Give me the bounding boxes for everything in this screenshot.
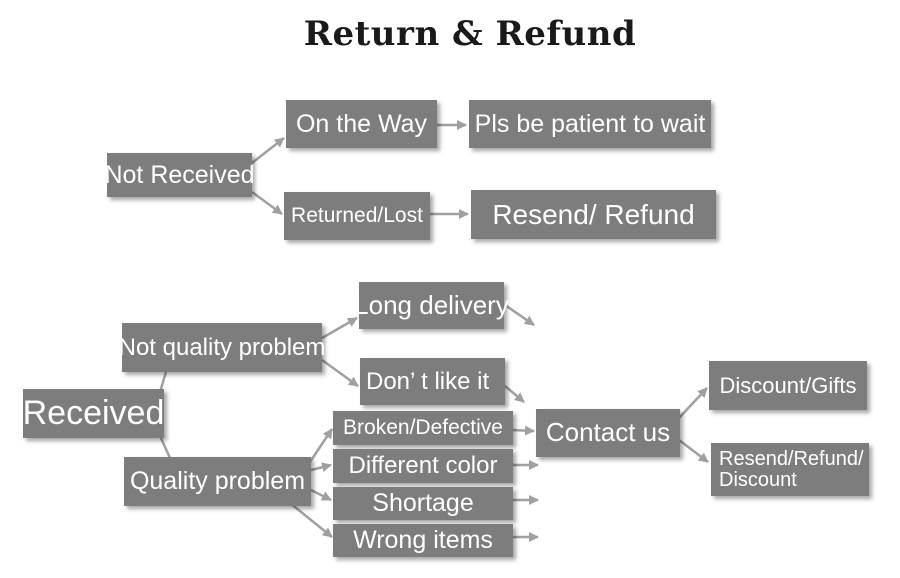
- arrow-notreceived-returned: [251, 190, 283, 216]
- node-not-quality-problem: Not quality problem: [119, 323, 325, 372]
- arrow-contact-discount: [678, 387, 708, 419]
- node-dont-like-it: Don’ t like it: [360, 358, 505, 405]
- arrow-long-out: [504, 303, 535, 327]
- line-received-notquality: [158, 371, 168, 393]
- node-returned-lost: Returned/Lost: [284, 192, 430, 240]
- node-shortage: Shortage: [333, 487, 513, 520]
- node-wrong-items: Wrong items: [333, 524, 513, 557]
- arrow-dontlike-contact: [504, 385, 525, 403]
- arrow-notreceived-ontheway: [251, 137, 285, 164]
- line-received-quality: [158, 435, 172, 459]
- node-pls-wait: Pls be patient to wait: [469, 100, 711, 148]
- node-resend-refund: Resend/ Refund: [471, 190, 716, 239]
- resend-refund-discount-line1: Resend/Refund/: [719, 447, 864, 470]
- arrow-contact-resend: [678, 439, 709, 463]
- node-received: Received: [23, 389, 164, 438]
- arrow-quality-color: [310, 462, 332, 473]
- node-resend-refund-discount: Resend/Refund/ Discount: [711, 443, 869, 496]
- page-title: Return & Refund: [303, 14, 637, 54]
- node-different-color: Different color: [333, 449, 513, 483]
- resend-refund-discount-line2: Discount: [719, 468, 797, 491]
- arrow-notquality-long: [321, 316, 358, 340]
- node-on-the-way: On the Way: [286, 100, 437, 148]
- node-long-delivery: Long delivery: [354, 282, 509, 329]
- arrow-quality-wrong: [289, 502, 333, 538]
- arrow-broken-contact: [511, 425, 535, 436]
- node-broken-defective: Broken/Defective: [333, 411, 513, 445]
- node-contact-us: Contact us: [536, 409, 680, 457]
- node-quality-problem: Quality problem: [124, 457, 311, 506]
- arrow-quality-shortage: [310, 488, 332, 502]
- node-not-received: Not Received: [104, 153, 255, 197]
- node-discount-gifts: Discount/Gifts: [709, 361, 867, 410]
- arrow-quality-broken: [308, 428, 334, 463]
- arrow-notquality-dontlike: [321, 358, 359, 388]
